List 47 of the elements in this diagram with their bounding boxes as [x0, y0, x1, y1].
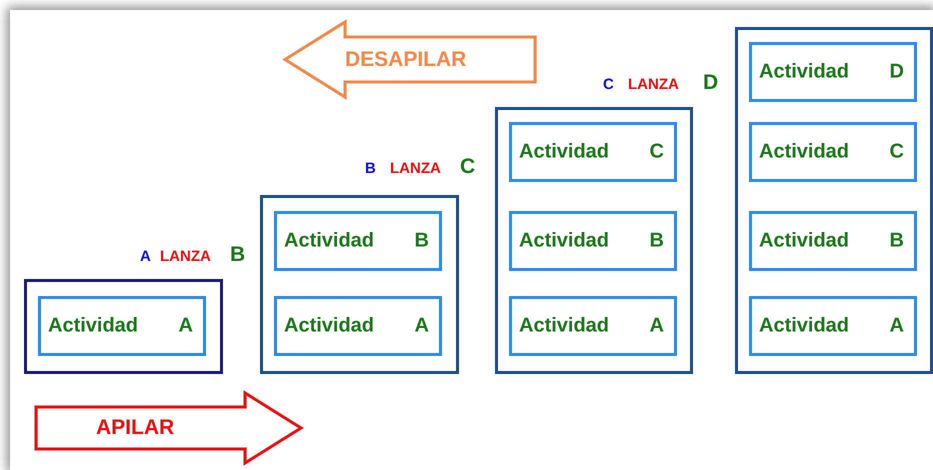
action-word: LANZA	[390, 161, 441, 176]
activity-letter: C	[890, 140, 904, 164]
activity-text: Actividad	[48, 314, 138, 338]
activity-box	[749, 42, 917, 102]
activity-text: Actividad	[284, 314, 374, 338]
right-block-arrow	[36, 393, 301, 463]
stack-frame	[24, 279, 223, 374]
activity-letter: A	[650, 314, 664, 338]
activity-text: Actividad	[759, 314, 850, 338]
activity-text: Actividad	[519, 314, 610, 338]
target-letter: D	[703, 72, 718, 93]
activity-text: Actividad	[284, 230, 374, 252]
action-word: LANZA	[628, 77, 679, 92]
activity-text: Actividad	[519, 140, 610, 164]
activity-text: Actividad	[519, 230, 610, 252]
stack-frame	[260, 195, 459, 374]
activity-letter: A	[890, 314, 904, 338]
activity-box	[274, 296, 442, 356]
activity-text: Actividad	[759, 140, 850, 164]
activity-text: Actividad	[759, 230, 850, 252]
activity-text: Actividad	[759, 60, 850, 84]
activity-box	[38, 296, 206, 356]
activity-box	[749, 211, 917, 271]
activity-box	[509, 211, 677, 271]
activity-letter: C	[650, 140, 664, 164]
arrow-label: APILAR	[96, 417, 174, 438]
target-letter: B	[230, 244, 246, 265]
activity-letter: A	[414, 314, 429, 338]
activity-letter: B	[650, 230, 664, 252]
activity-letter: B	[414, 230, 429, 252]
sender-letter: B	[365, 161, 376, 176]
activity-box	[509, 122, 677, 182]
activity-box	[274, 211, 442, 271]
activity-letter: A	[178, 314, 193, 338]
target-letter: C	[460, 156, 476, 177]
activity-letter: B	[890, 230, 904, 252]
sender-letter: A	[140, 249, 151, 264]
sender-letter: C	[603, 77, 614, 92]
left-block-arrow	[285, 22, 535, 97]
arrow-label: DESAPILAR	[345, 48, 466, 70]
activity-box	[749, 296, 917, 356]
stack-frame	[735, 27, 933, 374]
action-word: LANZA	[160, 249, 211, 264]
activity-letter: D	[890, 60, 904, 84]
stack-frame	[495, 107, 693, 374]
activity-box	[749, 122, 917, 182]
activity-box	[509, 296, 677, 356]
